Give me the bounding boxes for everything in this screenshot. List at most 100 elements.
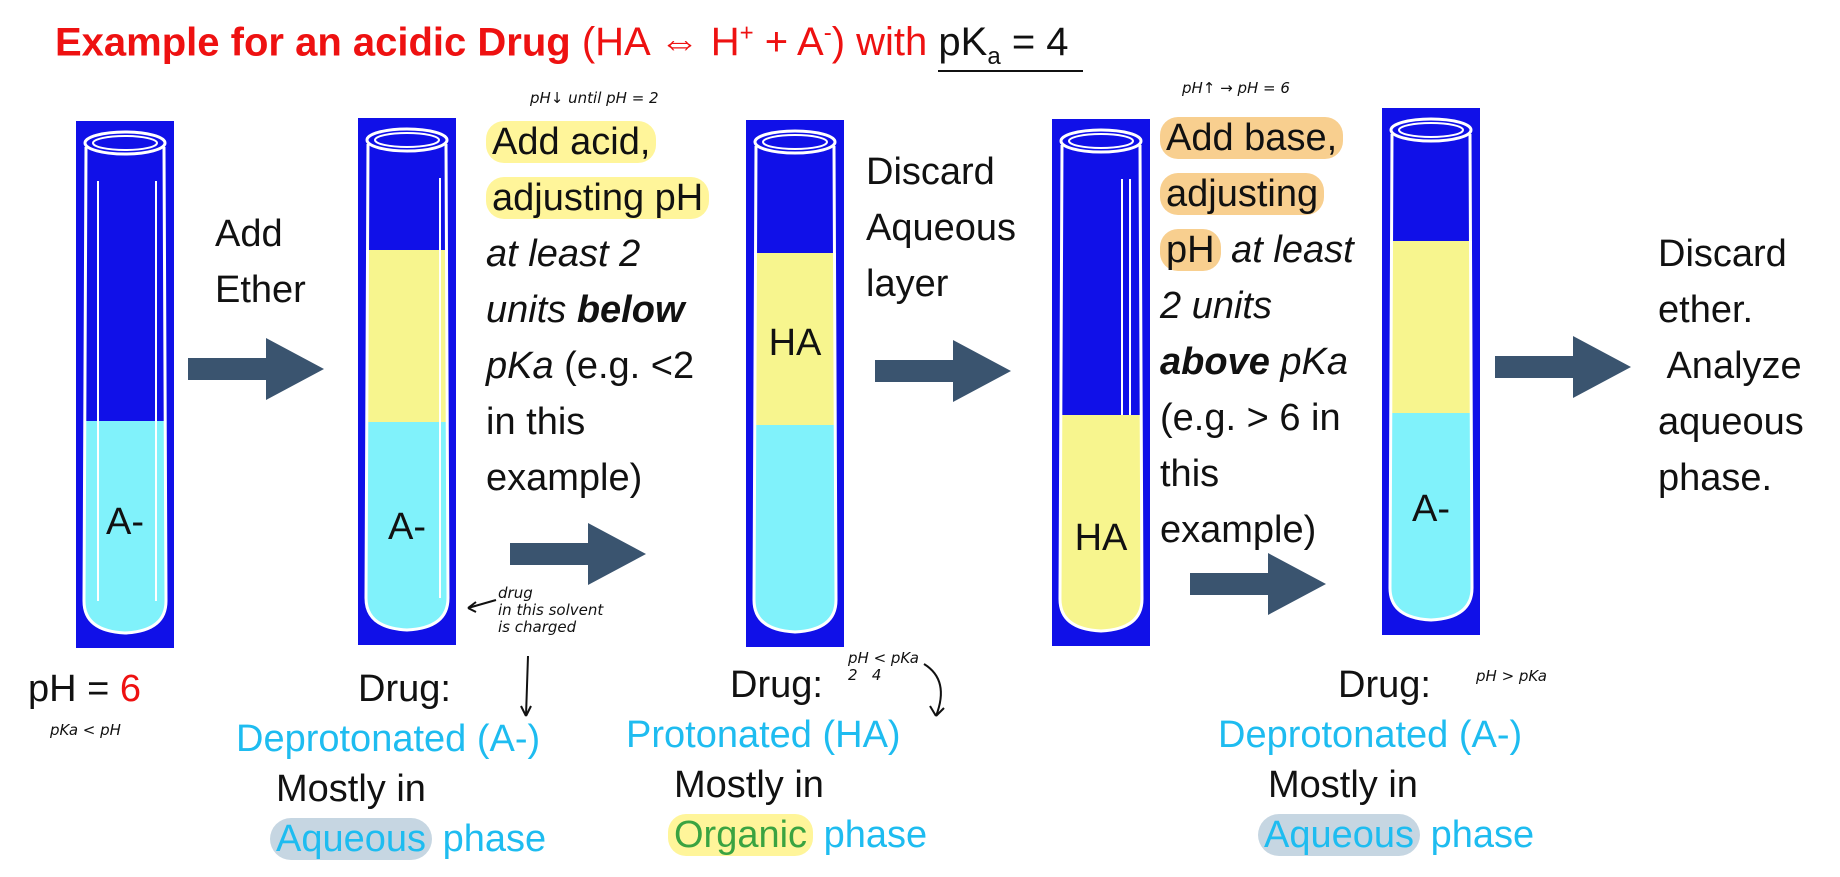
caption-1: Drug: Deprotonated (A-) Mostly in Aqueou…	[236, 664, 546, 864]
step-add-ether: Add Ether	[215, 206, 306, 318]
note-ph-gt-pka: pH > pKa	[1476, 667, 1547, 685]
note-ph-lt-pka-line-1: pH < pKa	[848, 649, 919, 667]
test-tube-1: A-	[76, 121, 174, 648]
add-ether-line-1: Add	[215, 213, 283, 255]
caption-1-phase-highlight: Aqueous	[270, 818, 433, 860]
add-acid-line-2: adjusting pH	[486, 177, 710, 219]
test-tube-2: A-	[358, 118, 456, 645]
add-base-ph: pH	[1160, 229, 1221, 271]
note-drug-charged: drug in this solvent is charged	[498, 585, 603, 636]
add-base-above: above	[1160, 341, 1270, 383]
add-base-line-1: Add base,	[1160, 117, 1344, 159]
discard-ether-line-5: phase.	[1658, 457, 1773, 499]
note-pointer-arrows	[467, 599, 532, 717]
eq-open: (HA ⇔ H	[581, 20, 740, 65]
discard-aqueous-line-3: layer	[866, 263, 949, 305]
step-add-base: Add base, adjusting pH at least 2 units …	[1160, 110, 1354, 558]
caption-2-phase: phase	[813, 814, 928, 856]
test-tube-2-graphic	[358, 118, 456, 645]
test-tube-3: HA	[746, 120, 844, 647]
title-equation: (HA ⇔ H+ + A-) with	[582, 20, 927, 64]
caption-2-drug: Drug:	[730, 664, 823, 706]
caption-2: Drug: Protonated (HA) Mostly in Organic …	[626, 660, 927, 860]
caption-2-mostly: Mostly in	[674, 764, 824, 806]
add-acid-below: below	[576, 289, 685, 331]
add-ether-line-2: Ether	[215, 269, 306, 311]
add-acid-line-7: example)	[486, 457, 643, 499]
test-tube-3-graphic	[746, 120, 844, 647]
add-base-line-4: 2 units	[1160, 285, 1272, 327]
caption-ph: pH = 6	[28, 664, 141, 714]
test-tube-4: HA	[1052, 119, 1150, 646]
discard-aqueous-line-2: Aqueous	[866, 207, 1017, 249]
add-acid-line-4a: units	[486, 289, 577, 331]
add-acid-line-1: Add acid,	[486, 121, 657, 163]
pk-number: = 4	[1000, 20, 1069, 65]
discard-aqueous-line-1: Discard	[866, 151, 995, 193]
note-ph-until: pH↓ until pH = 2	[530, 89, 659, 107]
note-drug-line-3: is charged	[498, 618, 577, 636]
caption-3-phase-highlight: Aqueous	[1258, 814, 1421, 856]
note-drug-line-1: drug	[498, 584, 533, 602]
add-base-line-8: example)	[1160, 509, 1317, 551]
add-acid-line-6: in this	[486, 401, 586, 443]
discard-ether-line-2: ether.	[1658, 289, 1754, 331]
eq-minus: -	[823, 20, 832, 47]
add-base-pka: pKa	[1269, 341, 1348, 383]
title-bold: Example for an acidic Drug	[55, 20, 571, 65]
discard-ether-line-1: Discard	[1658, 233, 1787, 275]
caption-3-mostly: Mostly in	[1268, 764, 1418, 806]
step-add-acid: Add acid, adjusting pH at least 2 units …	[486, 114, 710, 506]
note-ph-up: pH↑ → pH = 6	[1182, 79, 1290, 97]
caption-1-drug: Drug:	[358, 668, 451, 710]
tube-1-label: A-	[106, 501, 144, 543]
tube-4-label: HA	[1074, 517, 1128, 559]
test-tube-1-graphic	[76, 121, 174, 648]
caption-1-mostly: Mostly in	[276, 768, 426, 810]
caption-1-phase: phase	[432, 818, 547, 860]
add-base-line-7: this	[1160, 453, 1220, 495]
test-tube-5-graphic	[1382, 108, 1480, 635]
tube-2-label: A-	[388, 506, 426, 548]
eq-plus: +	[739, 20, 754, 47]
add-acid-line-5b: (e.g. <2	[553, 345, 695, 387]
ph-value: 6	[119, 668, 142, 710]
note-curve-arrow	[923, 663, 945, 717]
arrow-1	[188, 338, 324, 400]
arrow-5	[1495, 336, 1631, 398]
discard-ether-line-4: aqueous	[1658, 401, 1804, 443]
ph-label: pH =	[28, 668, 120, 710]
test-tube-4-graphic	[1052, 119, 1150, 646]
eq-mid: + A	[753, 20, 824, 65]
caption-3: Drug: Deprotonated (A-) Mostly in Aqueou…	[1218, 660, 1534, 860]
pk-prefix: pK	[938, 20, 988, 65]
add-acid-pka: pKa	[486, 345, 554, 387]
tube-3-label: HA	[768, 322, 822, 364]
add-base-line-3b: at least	[1220, 229, 1354, 271]
test-tube-5: A-	[1382, 108, 1480, 635]
step-discard-aqueous: Discard Aqueous layer	[866, 144, 1016, 312]
arrow-2	[510, 523, 646, 585]
pka-value: pKa = 4	[938, 20, 1083, 73]
caption-3-state: Deprotonated (A-)	[1218, 714, 1523, 756]
eq-close: ) with	[831, 20, 928, 65]
discard-ether-line-3: Analyze	[1658, 345, 1802, 387]
slide-title: Example for an acidic Drug (HA ⇔ H+ + A-…	[55, 20, 1083, 73]
arrow-3	[875, 340, 1011, 402]
caption-2-phase-highlight: Organic	[668, 814, 814, 856]
arrow-4	[1190, 553, 1326, 615]
add-base-line-2: adjusting	[1160, 173, 1325, 215]
tube-5-label: A-	[1412, 488, 1450, 530]
caption-1-state: Deprotonated (A-)	[236, 718, 541, 760]
add-base-line-6: (e.g. > 6 in	[1160, 397, 1341, 439]
note-pka-lt-ph: pKa < pH	[50, 721, 121, 739]
add-acid-line-3: at least 2	[486, 233, 641, 275]
pk-sub: a	[987, 43, 1001, 71]
note-ph-lt-pka: pH < pKa 2 4	[848, 650, 919, 684]
caption-2-state: Protonated (HA)	[626, 714, 901, 756]
caption-3-phase: phase	[1420, 814, 1535, 856]
note-drug-line-2: in this solvent	[498, 601, 604, 619]
caption-3-drug: Drug:	[1338, 664, 1431, 706]
note-ph-lt-pka-line-2: 2 4	[848, 666, 882, 684]
step-discard-ether: Discard ether. Analyze aqueous phase.	[1658, 226, 1804, 506]
